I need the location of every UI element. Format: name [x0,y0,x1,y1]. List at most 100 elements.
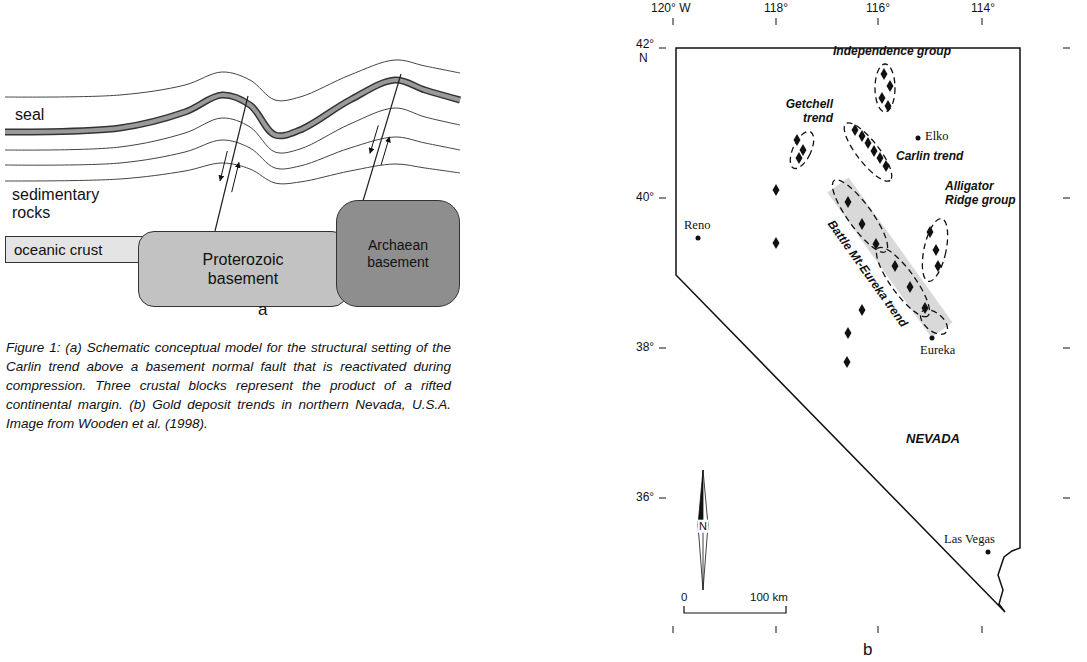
tick-mark [776,626,777,633]
trend-label: Carlin trend [896,150,963,164]
tick-mark [776,18,777,25]
panel-letter: a [258,300,267,320]
latitude-label: N [639,52,648,66]
tick-mark [1063,348,1070,349]
deposit-symbol [922,302,929,314]
seal-outline [5,80,460,136]
crustal-block: Proterozoic basement [138,231,348,307]
north-arrow [703,470,708,525]
deposit-symbol [883,160,890,172]
deposit-symbol [887,80,894,92]
north-label: N [698,520,708,533]
trend-outline [918,216,953,283]
slip-arrow [370,125,378,153]
deposit-symbol [881,68,888,80]
longitude-label: 118° [764,2,788,16]
state-outline [676,48,1020,612]
deposit-symbol [859,304,866,316]
panel-letter: b [863,640,872,660]
crustal-block: oceanic crust [5,236,155,263]
tick-mark [659,498,666,499]
city-dot [916,136,921,141]
scale-label: 0 [681,591,687,604]
block-label: Archaean basement [345,237,451,271]
longitude-label: 114° [971,2,995,16]
deposit-symbol [773,237,780,249]
tick-mark [659,348,666,349]
deposit-symbol [796,152,803,164]
deposit-symbol [873,238,880,250]
city-dot [696,236,701,241]
deposit-symbol [927,226,934,238]
deposit-symbol [885,100,892,112]
seal-layer [5,80,460,136]
city-dot [986,550,991,555]
north-arrow [698,470,703,525]
latitude-label: 38° [636,341,654,355]
trend-label: Getchell trend [771,98,833,126]
tick-mark [1063,498,1070,499]
deposit-symbol [865,137,872,149]
city-label: Eureka [920,343,955,357]
deposit-symbol [859,218,866,230]
latitude-label: 40° [636,191,654,205]
crustal-block: Archaean basement [336,200,460,307]
city-label: Elko [925,129,949,143]
trend-label: Alligator Ridge group [945,180,1019,208]
layer-label: seal [15,106,44,124]
deposit-symbol [933,244,940,256]
tick-mark [1063,48,1070,49]
trend-label: Independence group [833,45,951,59]
latitude-label: 42° [636,38,654,52]
longitude-label: 120° W [651,2,690,16]
tick-mark [982,626,983,633]
tick-mark [659,48,666,49]
latitude-label: 36° [636,491,654,505]
city-label: Las Vegas [944,532,995,546]
city-dot [930,336,935,341]
deposit-symbol [845,327,852,339]
deposit-symbol [800,144,807,156]
tick-mark [659,198,666,199]
figure-caption: Figure 1: (a) Schematic conceptual model… [6,338,451,433]
north-arrow [698,525,708,590]
fault-line [215,96,248,231]
deposit-symbol [892,260,899,272]
tick-mark [1063,198,1070,199]
state-label: NEVADA [906,432,960,447]
deposit-symbol [845,196,852,208]
deposit-symbol [907,281,914,293]
layer-label: sedimentary rocks [12,186,122,223]
slip-arrow [232,162,239,192]
trend-outline [824,173,895,258]
slip-arrow [220,151,227,181]
deposit-symbol [877,152,884,164]
scale-bar [684,606,786,613]
deposit-symbol [773,184,780,196]
trend-outline [837,117,899,187]
deposit-symbol [871,145,878,157]
deposit-symbol [794,134,801,146]
city-label: Reno [684,218,710,232]
sediment-layer [5,163,460,184]
trend-outline [916,305,952,339]
trend-outline [875,64,895,112]
deposit-symbol [844,356,851,368]
tick-mark [878,18,879,25]
tick-mark [878,626,879,633]
deposit-symbol [859,130,866,142]
deposit-symbol [852,124,859,136]
tick-mark [673,18,674,25]
deposit-symbol [879,92,886,104]
north-arrow [703,525,704,590]
slip-arrow [381,137,389,165]
trend-label: Battle Mt-Eureka trend [824,218,910,330]
tick-mark [673,626,674,633]
deposit-symbol [935,260,942,272]
longitude-label: 116° [866,2,890,16]
trend-outline [785,128,818,172]
tick-mark [982,18,983,25]
scale-label: 100 km [750,591,788,604]
block-label: Proterozoic basement [183,250,303,288]
